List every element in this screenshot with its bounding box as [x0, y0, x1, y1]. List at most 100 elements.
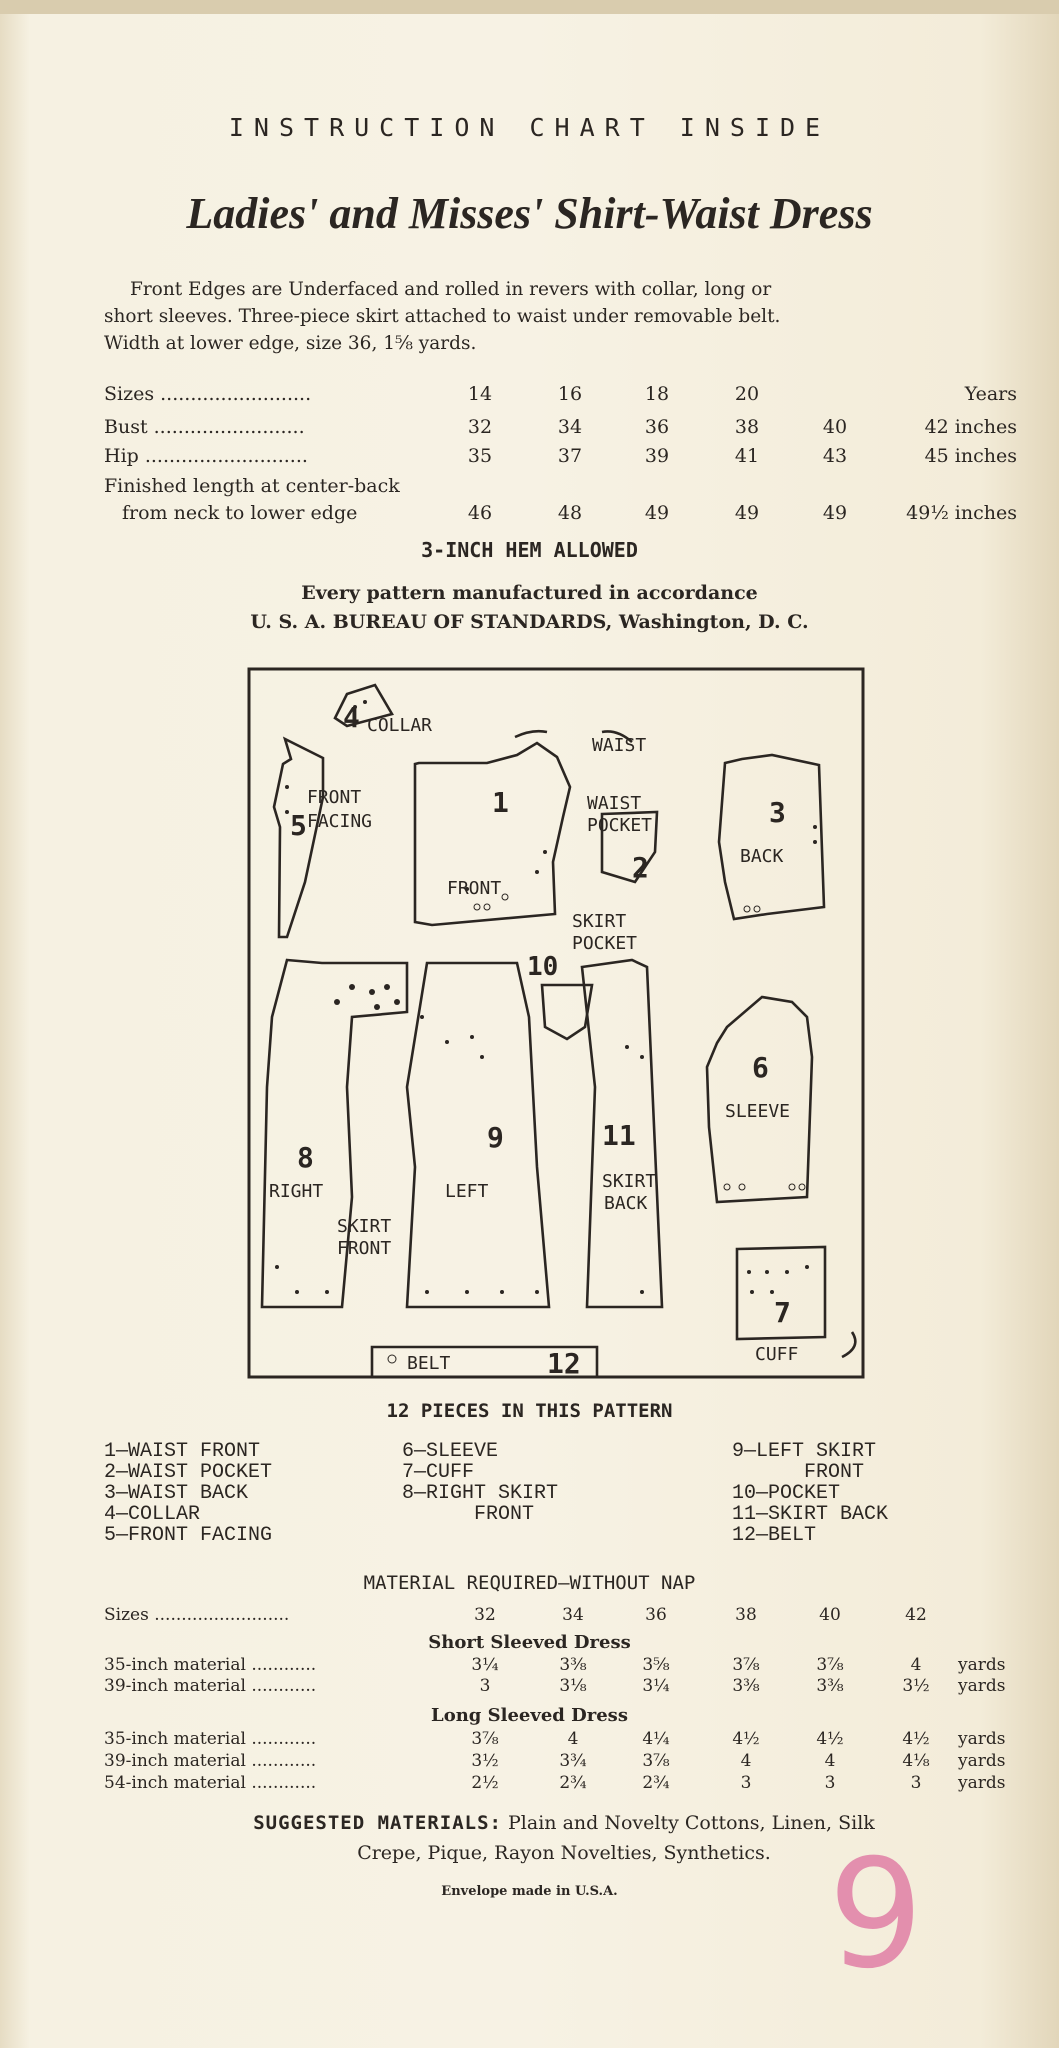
piece-label: BELT [407, 1353, 451, 1374]
cell: 3⅝ [642, 1655, 670, 1675]
description-line: short sleeves. Three-piece skirt attache… [104, 306, 781, 327]
list-item: 12—BELT [732, 1524, 817, 1547]
cell: 20 [734, 383, 760, 405]
standards-line: Every pattern manufactured in accordance [301, 582, 758, 604]
cell: 4½ [902, 1729, 930, 1749]
cell: 2½ [471, 1773, 499, 1793]
piece-number: 11 [602, 1119, 636, 1152]
piece-label: RIGHT [269, 1181, 323, 1202]
cell: 3½ [471, 1751, 499, 1771]
cell: 49 [822, 502, 848, 524]
piece-label: BACK [740, 846, 784, 867]
cell: 38 [734, 416, 760, 438]
belt-piece [370, 1345, 599, 1379]
piece-number: 12 [547, 1347, 581, 1379]
stamped-number: 9 [828, 1828, 924, 2002]
cell: 34 [557, 416, 583, 438]
piece-label: WAIST [592, 735, 646, 756]
pattern-description: Front Edges are Underfaced and rolled in… [104, 276, 1030, 357]
cell: 41 [734, 445, 760, 467]
description-line: Front Edges are Underfaced and rolled in… [130, 279, 772, 300]
waist-back-piece [717, 753, 826, 921]
row-label: 39-inch material ............ [104, 1751, 317, 1771]
row-label: 35-inch material ............ [104, 1729, 317, 1749]
cell: 3 [479, 1676, 491, 1696]
suggested-label: SUGGESTED MATERIALS: [253, 1812, 502, 1834]
cell: 4¼ [642, 1729, 670, 1749]
list-item: 9—LEFT SKIRT [732, 1440, 877, 1463]
cell: 38 [735, 1605, 757, 1625]
row-label: from neck to lower edge [122, 502, 358, 524]
piece-label: LEFT [445, 1181, 489, 1202]
piece-number: 1 [492, 786, 509, 819]
list-item: 4—COLLAR [104, 1503, 201, 1526]
waist-arrow-right [601, 730, 633, 743]
left-skirt-front-piece [405, 961, 551, 1309]
sleeve-piece [705, 995, 814, 1204]
unit: Years [964, 383, 1017, 405]
cell: 4½ [816, 1729, 844, 1749]
cell: 32 [467, 416, 493, 438]
cell: 2¾ [559, 1773, 587, 1793]
cuff-arrow [841, 1331, 857, 1359]
pieces-list-col2: 6—SLEEVE 7—CUFF 8—RIGHT SKIRT FRONT [402, 1441, 558, 1525]
piece-number: 4 [343, 701, 360, 734]
piece-number: 7 [774, 1296, 791, 1329]
piece-number: 5 [290, 809, 307, 842]
cell: 3⅞ [642, 1751, 670, 1771]
list-item: 2—WAIST POCKET [104, 1461, 273, 1484]
suggested-text: Plain and Novelty Cottons, Linen, Silk [501, 1812, 875, 1834]
cell: 48 [557, 502, 583, 524]
cell: 3¼ [471, 1655, 499, 1675]
collar-piece [333, 683, 394, 728]
cell: 4⅛ [902, 1751, 930, 1771]
list-item: 10—POCKET [732, 1482, 841, 1505]
cuff-piece [735, 1245, 827, 1341]
row-label: 39-inch material ............ [104, 1676, 317, 1696]
cell: 40 [819, 1605, 841, 1625]
list-item: 1—WAIST FRONT [104, 1440, 261, 1463]
cell: 3⅜ [559, 1655, 587, 1675]
cell: 2¾ [642, 1773, 670, 1793]
cell: 14 [467, 383, 493, 405]
skirt-back-piece [580, 958, 664, 1309]
waist-arrow-left [514, 729, 548, 739]
cell: 4 [824, 1751, 836, 1771]
cell: 36 [645, 1605, 667, 1625]
cell: 49 [734, 502, 760, 524]
piece-number: 10 [527, 952, 558, 982]
unit: yards [958, 1773, 1006, 1793]
suggested-materials: SUGGESTED MATERIALS: Plain and Novelty C… [104, 1808, 1024, 1868]
right-skirt-front-piece [260, 958, 409, 1309]
cell: 40 [822, 416, 848, 438]
hem-note: 3-INCH HEM ALLOWED [421, 538, 638, 562]
row-label: Bust ......................... [104, 416, 305, 438]
cell: 3⅞ [816, 1655, 844, 1675]
list-item: 6—SLEEVE [402, 1440, 499, 1463]
cell: 3⅜ [816, 1676, 844, 1696]
piece-label: SKIRT [602, 1171, 656, 1192]
list-item: 8—RIGHT SKIRT [402, 1482, 559, 1505]
short-sleeve-heading: Short Sleeved Dress [428, 1632, 631, 1653]
cell: 4 [740, 1751, 752, 1771]
piece-label: FRONT [337, 1238, 391, 1259]
list-item: 3—WAIST BACK [104, 1482, 249, 1505]
cell: 4 [567, 1729, 579, 1749]
piece-label: SKIRT [337, 1216, 391, 1237]
pattern-layout-diagram: 4 COLLAR WAIST FRONT 5 FACING 1 FRONT WA… [247, 667, 865, 1379]
row-label: Finished length at center-back [104, 475, 400, 497]
cell: 46 [467, 502, 493, 524]
cell: 3⅜ [732, 1676, 760, 1696]
piece-label: POCKET [587, 815, 652, 836]
pieces-title: 12 PIECES IN THIS PATTERN [386, 1400, 673, 1422]
row-label: Sizes ......................... [104, 383, 312, 405]
piece-label: CUFF [755, 1344, 798, 1365]
cell: 3⅛ [559, 1676, 587, 1696]
unit: yards [958, 1655, 1006, 1675]
piece-label: POCKET [572, 933, 637, 954]
piece-number: 9 [487, 1121, 504, 1154]
piece-label: FRONT [307, 787, 361, 808]
piece-number: 2 [632, 851, 649, 884]
row-label: 54-inch material ............ [104, 1773, 317, 1793]
cell: 35 [467, 445, 493, 467]
